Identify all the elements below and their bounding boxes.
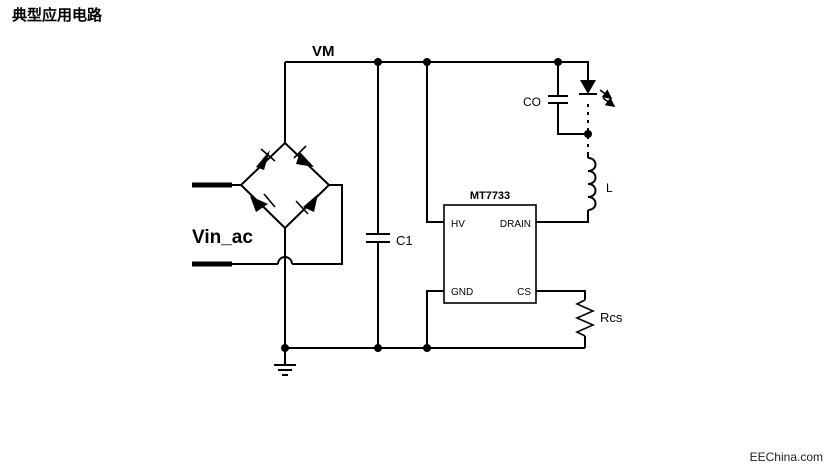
vm-rail: VM <box>285 43 589 80</box>
pin-drain-label: DRAIN <box>500 219 531 230</box>
vin-ac-label: Vin_ac <box>192 227 253 248</box>
capacitor-co: CO <box>523 62 588 135</box>
watermark-text: EEChina.com <box>749 450 823 464</box>
rcs-label: Rcs <box>600 310 623 325</box>
pin-cs-label: CS <box>517 287 531 298</box>
c1-label: C1 <box>396 233 413 248</box>
resistor-rcs: Rcs <box>536 290 623 348</box>
co-label: CO <box>523 95 541 109</box>
ic-name: MT7733 <box>470 190 510 202</box>
junction-dots <box>281 58 592 352</box>
inductor-l: L <box>587 152 613 211</box>
bridge-rectifier: Vin_ac <box>192 62 343 267</box>
diode-top-left <box>256 148 276 170</box>
capacitor-c1: C1 <box>366 62 413 348</box>
diode-bottom-right <box>295 194 318 215</box>
pin-hv-label: HV <box>451 219 465 230</box>
gnd-wire <box>426 290 444 348</box>
page-title: 典型应用电路 <box>12 6 103 24</box>
led-icon <box>579 80 616 107</box>
inductor-label: L <box>606 181 613 195</box>
ground-icon <box>274 348 296 376</box>
vm-label: VM <box>312 43 335 60</box>
ic-mt7733: MT7733 HV DRAIN GND CS <box>443 190 537 304</box>
pin-gnd-label: GND <box>451 287 473 298</box>
hv-wire <box>426 62 444 223</box>
drain-wire <box>536 210 589 223</box>
diode-bottom-left <box>250 193 276 212</box>
diode-top-right <box>293 145 314 167</box>
